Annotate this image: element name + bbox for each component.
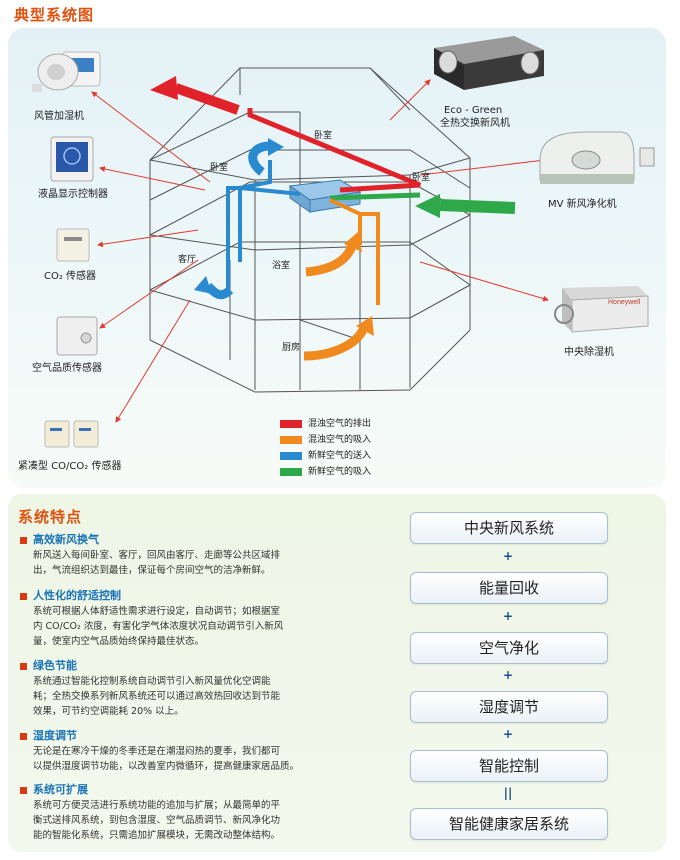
plus-sign: + [502, 549, 514, 563]
legend-swatch [280, 419, 302, 428]
system-box: 空气净化 [410, 632, 608, 664]
compact-sensor-label: 紧凑型 CO/CO₂ 传感器 [18, 461, 122, 472]
system-box: 智能控制 [410, 750, 608, 782]
feature-item: 系统可扩展 系统可方便灵活进行系统功能的追加与扩展；从最简单的平衡式送排风系统，… [20, 782, 350, 843]
room-bedroom-top: 卧室 [314, 131, 333, 141]
eco-green-image [434, 36, 544, 90]
fresh-intake-arrow [415, 194, 440, 218]
supply-arrow-living [194, 276, 212, 294]
lcd-controller-image [50, 136, 94, 182]
feature-item: 人性化的舒适控制 系统可根据人体舒适性需求进行设定，自动调节；如根据室内 CO/… [20, 588, 350, 649]
room-living: 客厅 [178, 255, 197, 265]
supply-ducts [226, 160, 301, 290]
features-section-title: 系统特点 [18, 508, 83, 526]
room-bedroom-right: 卧室 [412, 173, 431, 183]
honeywell-logo: Honeywell [608, 299, 641, 306]
co2-sensor-image [56, 228, 90, 262]
exhaust-duct [247, 108, 421, 193]
feature-item: 绿色节能 系统通过智能化控制系统自动调节引入新风量优化空调能耗；全热交换系列新风… [20, 658, 350, 719]
system-box-result: 智能健康家居系统 [410, 808, 608, 840]
air-quality-sensor-label: 空气品质传感器 [32, 363, 102, 374]
dehumidifier-image: Honeywell [554, 286, 649, 333]
dehumidifier-label: 中央除湿机 [564, 347, 614, 358]
plus-sign: + [502, 609, 514, 623]
diagram-section-title: 典型系统图 [14, 6, 95, 24]
equals-sign: || [503, 786, 513, 800]
system-box: 能量回收 [410, 572, 608, 604]
mv-purifier-label: MV 新风净化机 [548, 199, 617, 210]
duct-humidifier-image [32, 51, 101, 92]
diagram-panel [8, 28, 666, 488]
legend-swatch [280, 451, 302, 460]
feature-item: 高效新风换气 新风送入每间卧室、客厅，回风由客厅、走廊等公共区域排出，气流组织达… [20, 532, 350, 578]
return-arrow-bath [344, 232, 362, 252]
system-box: 中央新风系统 [410, 512, 608, 544]
mv-purifier-image [539, 131, 655, 184]
eco-green-label-line1: Eco - Green [444, 105, 503, 116]
supply-arrow-bedroom [268, 138, 284, 156]
room-bedroom-left: 卧室 [210, 163, 229, 173]
leader-lines [91, 79, 549, 423]
lcd-controller-label: 液晶显示控制器 [38, 189, 108, 200]
system-box: 湿度调节 [410, 691, 608, 723]
room-bath: 浴室 [272, 261, 291, 271]
duct-humidifier-label: 风管加湿机 [34, 111, 84, 122]
legend-item: 混浊空气的排出 [280, 417, 371, 431]
feature-item: 湿度调节 无论是在寒冷干燥的冬季还是在潮湿闷热的夏季，我们都可以提供湿度调节功能… [20, 728, 350, 774]
exhaust-arrow [150, 76, 178, 100]
legend-item: 新鲜空气的吸入 [280, 465, 371, 479]
co2-sensor-label: CO₂ 传感器 [44, 271, 97, 282]
plus-sign: + [502, 727, 514, 741]
return-ducts [329, 198, 380, 305]
fresh-intake-duct [329, 192, 421, 201]
plus-sign: + [502, 668, 514, 682]
legend-swatch [280, 467, 302, 476]
legend-item: 新鲜空气的送入 [280, 449, 371, 463]
return-arrow-kitchen [356, 316, 374, 336]
legend-swatch [280, 435, 302, 444]
air-quality-sensor-image [56, 316, 98, 356]
features-panel [8, 494, 666, 852]
eco-green-label-line2: 全热交换新风机 [440, 118, 510, 129]
room-kitchen: 厨房 [282, 343, 301, 353]
legend-item: 混浊空气的吸入 [280, 433, 371, 447]
compact-sensor-image [44, 420, 99, 448]
house-diagram [91, 67, 549, 423]
